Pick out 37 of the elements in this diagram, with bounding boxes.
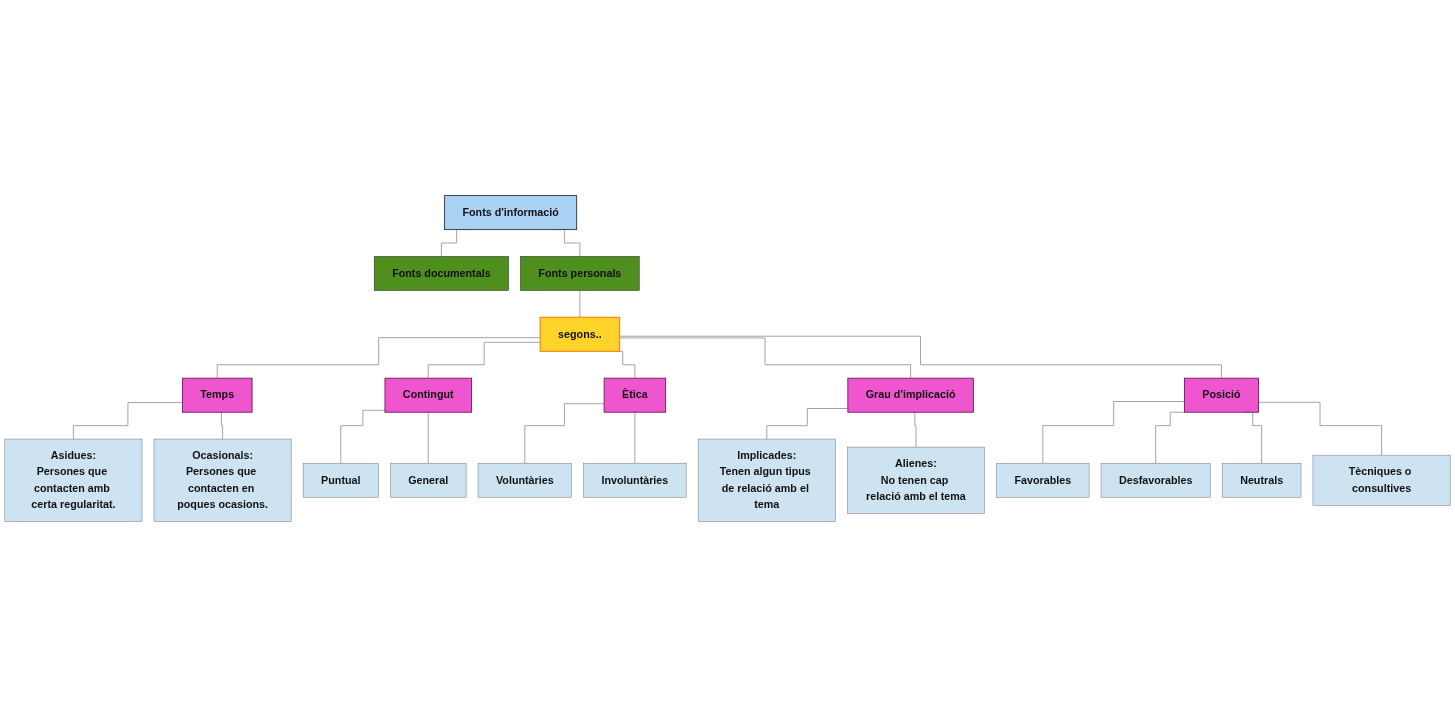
connector bbox=[766, 408, 849, 440]
connector bbox=[1258, 401, 1383, 456]
node-box: Ocasionals: Persones que contacten en poques ocasions. bbox=[153, 438, 292, 522]
connector bbox=[619, 335, 1222, 379]
node-box: Neutrals bbox=[1221, 462, 1302, 498]
connector bbox=[1042, 401, 1185, 464]
node-box: Fonts d'informació bbox=[444, 195, 578, 231]
node-box: Favorables bbox=[996, 462, 1090, 498]
node-box: Involuntàries bbox=[583, 462, 687, 498]
node-box: Desfavorables bbox=[1100, 462, 1211, 498]
connector bbox=[634, 411, 636, 464]
node-box: Tècniques o consultives bbox=[1312, 454, 1451, 506]
connector bbox=[427, 341, 541, 379]
node-box: segons.. bbox=[539, 316, 621, 352]
node-box: Implicades: Tenen algun tipus de relació amb el tema bbox=[697, 438, 836, 522]
connector bbox=[340, 409, 386, 464]
connector bbox=[216, 337, 541, 379]
node-box: Fonts documentals bbox=[373, 256, 509, 291]
node-box: Alienes: No tenen cap relació amb el tema bbox=[847, 446, 985, 514]
connector bbox=[913, 411, 917, 448]
node-box: Fonts personals bbox=[520, 256, 640, 291]
node-box: Grau d'implicació bbox=[847, 377, 974, 413]
connector bbox=[427, 411, 429, 464]
node-box: Voluntàries bbox=[477, 462, 572, 498]
node-box: Contingut bbox=[384, 377, 472, 413]
node-box: Asidues: Persones que contacten amb certa regularitat. bbox=[4, 438, 143, 522]
connector bbox=[619, 337, 912, 379]
node-box: Posició bbox=[1184, 377, 1259, 413]
connector bbox=[72, 402, 183, 440]
node-box: General bbox=[390, 462, 467, 498]
connector bbox=[1155, 411, 1186, 464]
node-box: Puntual bbox=[302, 462, 379, 498]
connector bbox=[579, 290, 581, 318]
node-box: Ètica bbox=[603, 377, 667, 413]
connector bbox=[219, 411, 224, 440]
connector bbox=[524, 403, 605, 464]
node-box: Temps bbox=[182, 377, 253, 413]
